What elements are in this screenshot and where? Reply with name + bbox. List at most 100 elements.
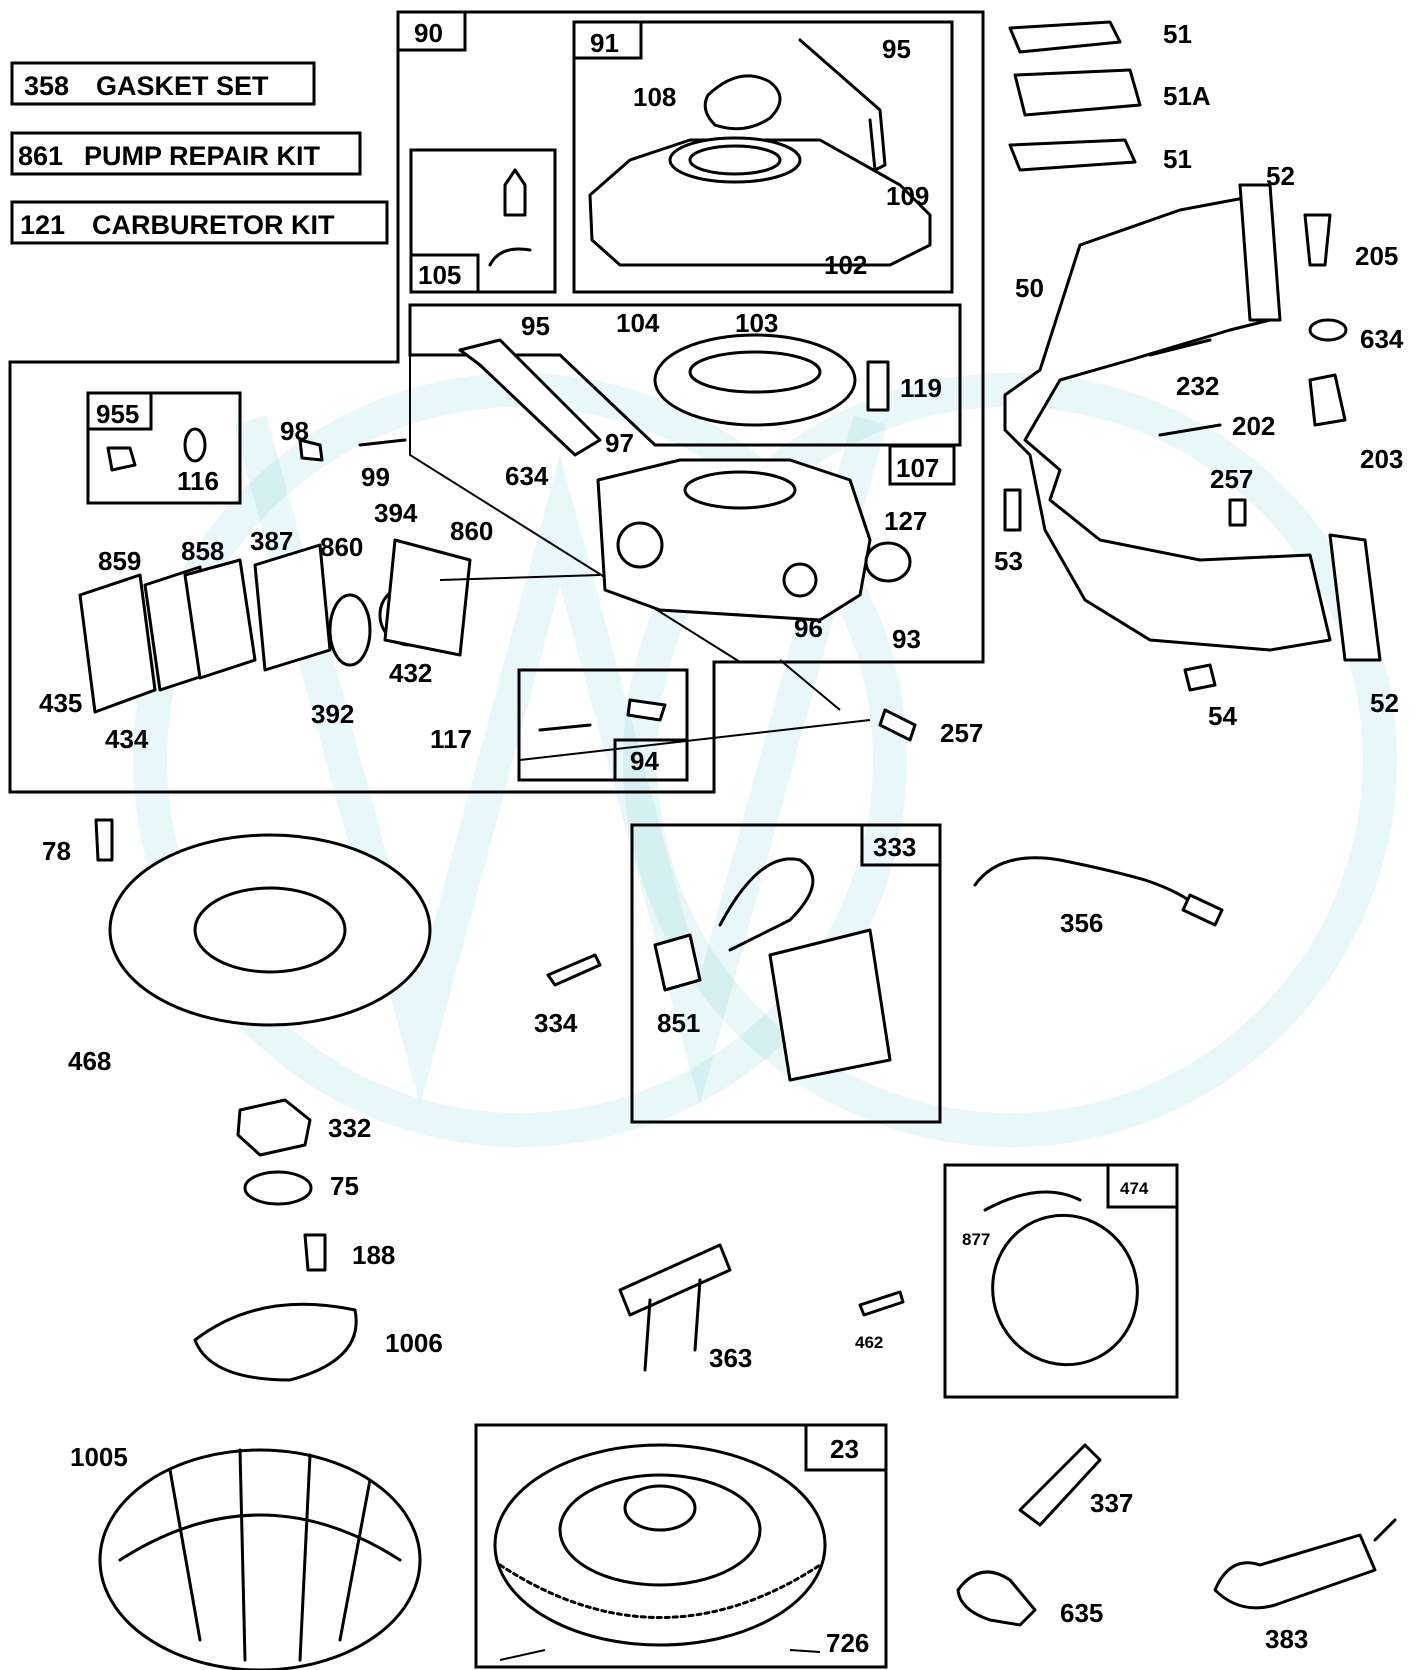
kit-121-number: 121: [20, 210, 65, 240]
assembly-91-id: 91: [590, 28, 619, 58]
label-383: 383: [1265, 1624, 1308, 1654]
label-93: 93: [892, 624, 921, 654]
flywheel-23: [493, 1443, 827, 1647]
label-203: 203: [1360, 444, 1403, 474]
label-726: 726: [826, 1628, 869, 1658]
label-104: 104: [616, 308, 660, 338]
carburetor-body: [596, 458, 872, 622]
label-232: 232: [1176, 371, 1219, 401]
label-634: 634: [505, 461, 549, 491]
label-103: 103: [735, 308, 778, 338]
flywheel-fan-1005: [98, 1448, 422, 1670]
label-78: 78: [42, 836, 71, 866]
ignition-coil: [768, 928, 892, 1082]
kit-121-label: CARBURETOR KIT: [92, 210, 335, 240]
label-860-right: 860: [450, 516, 493, 546]
label-95: 95: [521, 311, 550, 341]
label-188: 188: [352, 1240, 395, 1270]
label-859: 859: [98, 546, 141, 576]
label-432: 432: [389, 658, 432, 688]
label-1005: 1005: [70, 1442, 128, 1472]
alternator-474: [991, 1213, 1139, 1367]
assembly-94-id: 94: [630, 746, 659, 776]
label-52-bottom: 52: [1370, 688, 1399, 718]
manifold-parts: [878, 20, 1382, 742]
bolt-188: [303, 1233, 327, 1272]
label-387: 387: [250, 526, 293, 556]
label-858: 858: [181, 536, 224, 566]
label-202: 202: [1232, 411, 1275, 441]
kit-861-box: 861 PUMP REPAIR KIT: [10, 131, 362, 176]
throttle-shaft: [798, 38, 887, 172]
label-119: 119: [900, 373, 942, 403]
label-51-top: 51: [1163, 19, 1192, 49]
label-434: 434: [105, 724, 149, 754]
bolt-78: [94, 818, 114, 862]
label-462: 462: [855, 1333, 883, 1352]
throttle-plate: [703, 74, 782, 131]
washer-75: [243, 1170, 313, 1206]
part-labels: 51 51A 51 52 205 634 50 232 202 203 257 …: [39, 19, 1404, 1658]
choke-shaft: [458, 338, 602, 457]
leader-lines: [439, 574, 871, 1661]
label-117: 117: [430, 724, 472, 754]
label-257-top: 257: [1210, 464, 1253, 494]
label-96: 96: [794, 613, 823, 643]
kit-358-number: 358: [24, 71, 69, 101]
assembly-90-frame: 90: [8, 10, 985, 794]
spark-plug-cap-635: [956, 1570, 1037, 1627]
carburetor-top-body: [588, 138, 932, 267]
label-392: 392: [311, 699, 354, 729]
label-257: 257: [940, 718, 983, 748]
assembly-94: 94: [517, 668, 689, 782]
label-468: 468: [68, 1046, 111, 1076]
fuel-pump-stack: [78, 438, 472, 714]
assembly-105: 105: [409, 148, 557, 294]
label-51-bottom: 51: [1163, 144, 1192, 174]
primer-383: [1213, 1533, 1377, 1610]
assembly-333: 333: [630, 823, 942, 1124]
kit-861-number: 861: [18, 141, 63, 171]
float-103: [653, 333, 857, 427]
kit-121-box: 121 CARBURETOR KIT: [10, 200, 389, 245]
label-337: 337: [1090, 1488, 1133, 1518]
assembly-107: 107: [596, 444, 956, 622]
assembly-333-id: 333: [873, 832, 916, 862]
label-635: 635: [1060, 1598, 1103, 1628]
assembly-105-id: 105: [418, 260, 461, 290]
label-102: 102: [824, 250, 867, 280]
label-109: 109: [886, 181, 929, 211]
bolt-119: [866, 360, 890, 412]
label-50: 50: [1015, 273, 1044, 303]
needle-valve: [503, 168, 527, 217]
label-332: 332: [328, 1113, 371, 1143]
spark-plug-337: [1018, 1443, 1102, 1527]
assembly-91: 91: [572, 20, 954, 294]
label-116: 116: [177, 466, 219, 496]
bolt-334: [546, 953, 602, 987]
label-356: 356: [1060, 908, 1103, 938]
label-95-top: 95: [882, 34, 911, 64]
label-334: 334: [534, 1008, 578, 1038]
label-435: 435: [39, 688, 82, 718]
label-634-right: 634: [1360, 324, 1404, 354]
label-52-top: 52: [1266, 161, 1295, 191]
armature-plate-468: [108, 833, 432, 1027]
label-877: 877: [962, 1230, 990, 1249]
label-54: 54: [1208, 701, 1237, 731]
screw-462: [858, 1290, 905, 1317]
assembly-474: 474: [943, 1163, 1179, 1399]
label-127: 127: [884, 506, 927, 536]
label-860-left: 860: [320, 532, 363, 562]
label-394: 394: [374, 498, 418, 528]
assembly-474-id: 474: [1120, 1179, 1149, 1198]
bracket-363: [618, 1243, 732, 1317]
label-51A: 51A: [1163, 81, 1211, 111]
gasket-51-bottom: [1008, 138, 1137, 172]
label-205: 205: [1355, 241, 1398, 271]
assembly-107-id: 107: [896, 453, 939, 483]
assembly-23-id: 23: [830, 1434, 859, 1464]
label-97: 97: [605, 428, 634, 458]
